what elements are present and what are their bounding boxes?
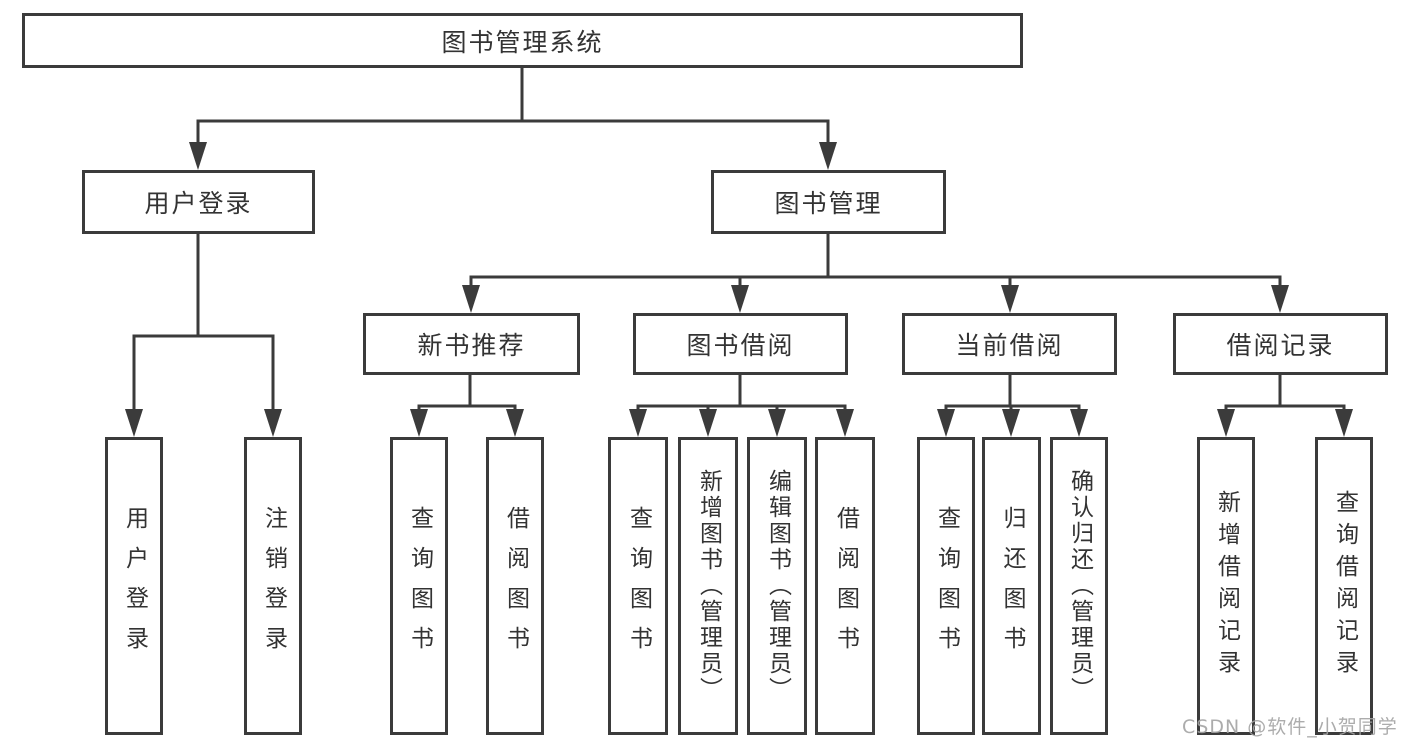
node-label: 归还图书: [999, 506, 1025, 666]
node-label: 新增图书（管理员）: [695, 469, 722, 703]
node-label: 编辑图书（管理员）: [764, 469, 791, 703]
node-label: 新增借阅记录: [1213, 490, 1240, 682]
node-label: 用户登录: [121, 506, 148, 666]
leaf-br-add-record: 新增借阅记录: [1197, 437, 1255, 735]
node-label: 注销登录: [260, 506, 287, 666]
leaf-cb-query-books: 查询图书: [917, 437, 975, 735]
node-label: 借阅图书: [502, 506, 529, 666]
node-book-borrowing: 图书借阅: [633, 313, 848, 375]
leaf-cb-confirm-return-admin: 确认归还（管理员）: [1050, 437, 1108, 735]
arrowheads: [125, 142, 1353, 437]
node-label: 图书管理系统: [441, 27, 604, 57]
node-book-management: 图书管理: [711, 170, 946, 234]
leaf-br-query-record: 查询借阅记录: [1315, 437, 1373, 735]
leaf-user-login: 用户登录: [105, 437, 163, 735]
leaf-bb-query-books: 查询图书: [608, 437, 668, 735]
leaf-nbr-borrow-books: 借阅图书: [486, 437, 544, 735]
node-borrowing-records: 借阅记录: [1173, 313, 1388, 375]
leaf-logout: 注销登录: [244, 437, 302, 735]
node-label: 图书管理: [774, 189, 883, 218]
leaf-bb-add-books-admin: 新增图书（管理员）: [678, 437, 738, 735]
leaf-nbr-query-books: 查询图书: [390, 437, 448, 735]
node-new-book-recommendation: 新书推荐: [363, 313, 580, 375]
node-library-management-system: 图书管理系统: [22, 13, 1023, 68]
node-label: 查询图书: [625, 506, 652, 666]
node-label: 借阅图书: [832, 506, 859, 666]
node-label: 查询图书: [406, 506, 433, 666]
node-current-borrowing: 当前借阅: [902, 313, 1117, 375]
node-label: 当前借阅: [955, 331, 1064, 360]
node-label: 新书推荐: [417, 331, 526, 360]
csdn-watermark: CSDN @软件_小贺同学: [1182, 716, 1398, 738]
node-user-login: 用户登录: [82, 170, 315, 234]
node-label: 查询借阅记录: [1331, 490, 1358, 682]
leaf-cb-return-books: 归还图书: [982, 437, 1041, 735]
leaf-bb-borrow-books: 借阅图书: [815, 437, 875, 735]
node-label: 用户登录: [144, 189, 253, 218]
node-label: 图书借阅: [686, 331, 795, 360]
node-label: 确认归还（管理员）: [1066, 469, 1093, 703]
node-label: 借阅记录: [1226, 331, 1335, 360]
node-label: 查询图书: [933, 506, 960, 666]
leaf-bb-edit-books-admin: 编辑图书（管理员）: [747, 437, 807, 735]
